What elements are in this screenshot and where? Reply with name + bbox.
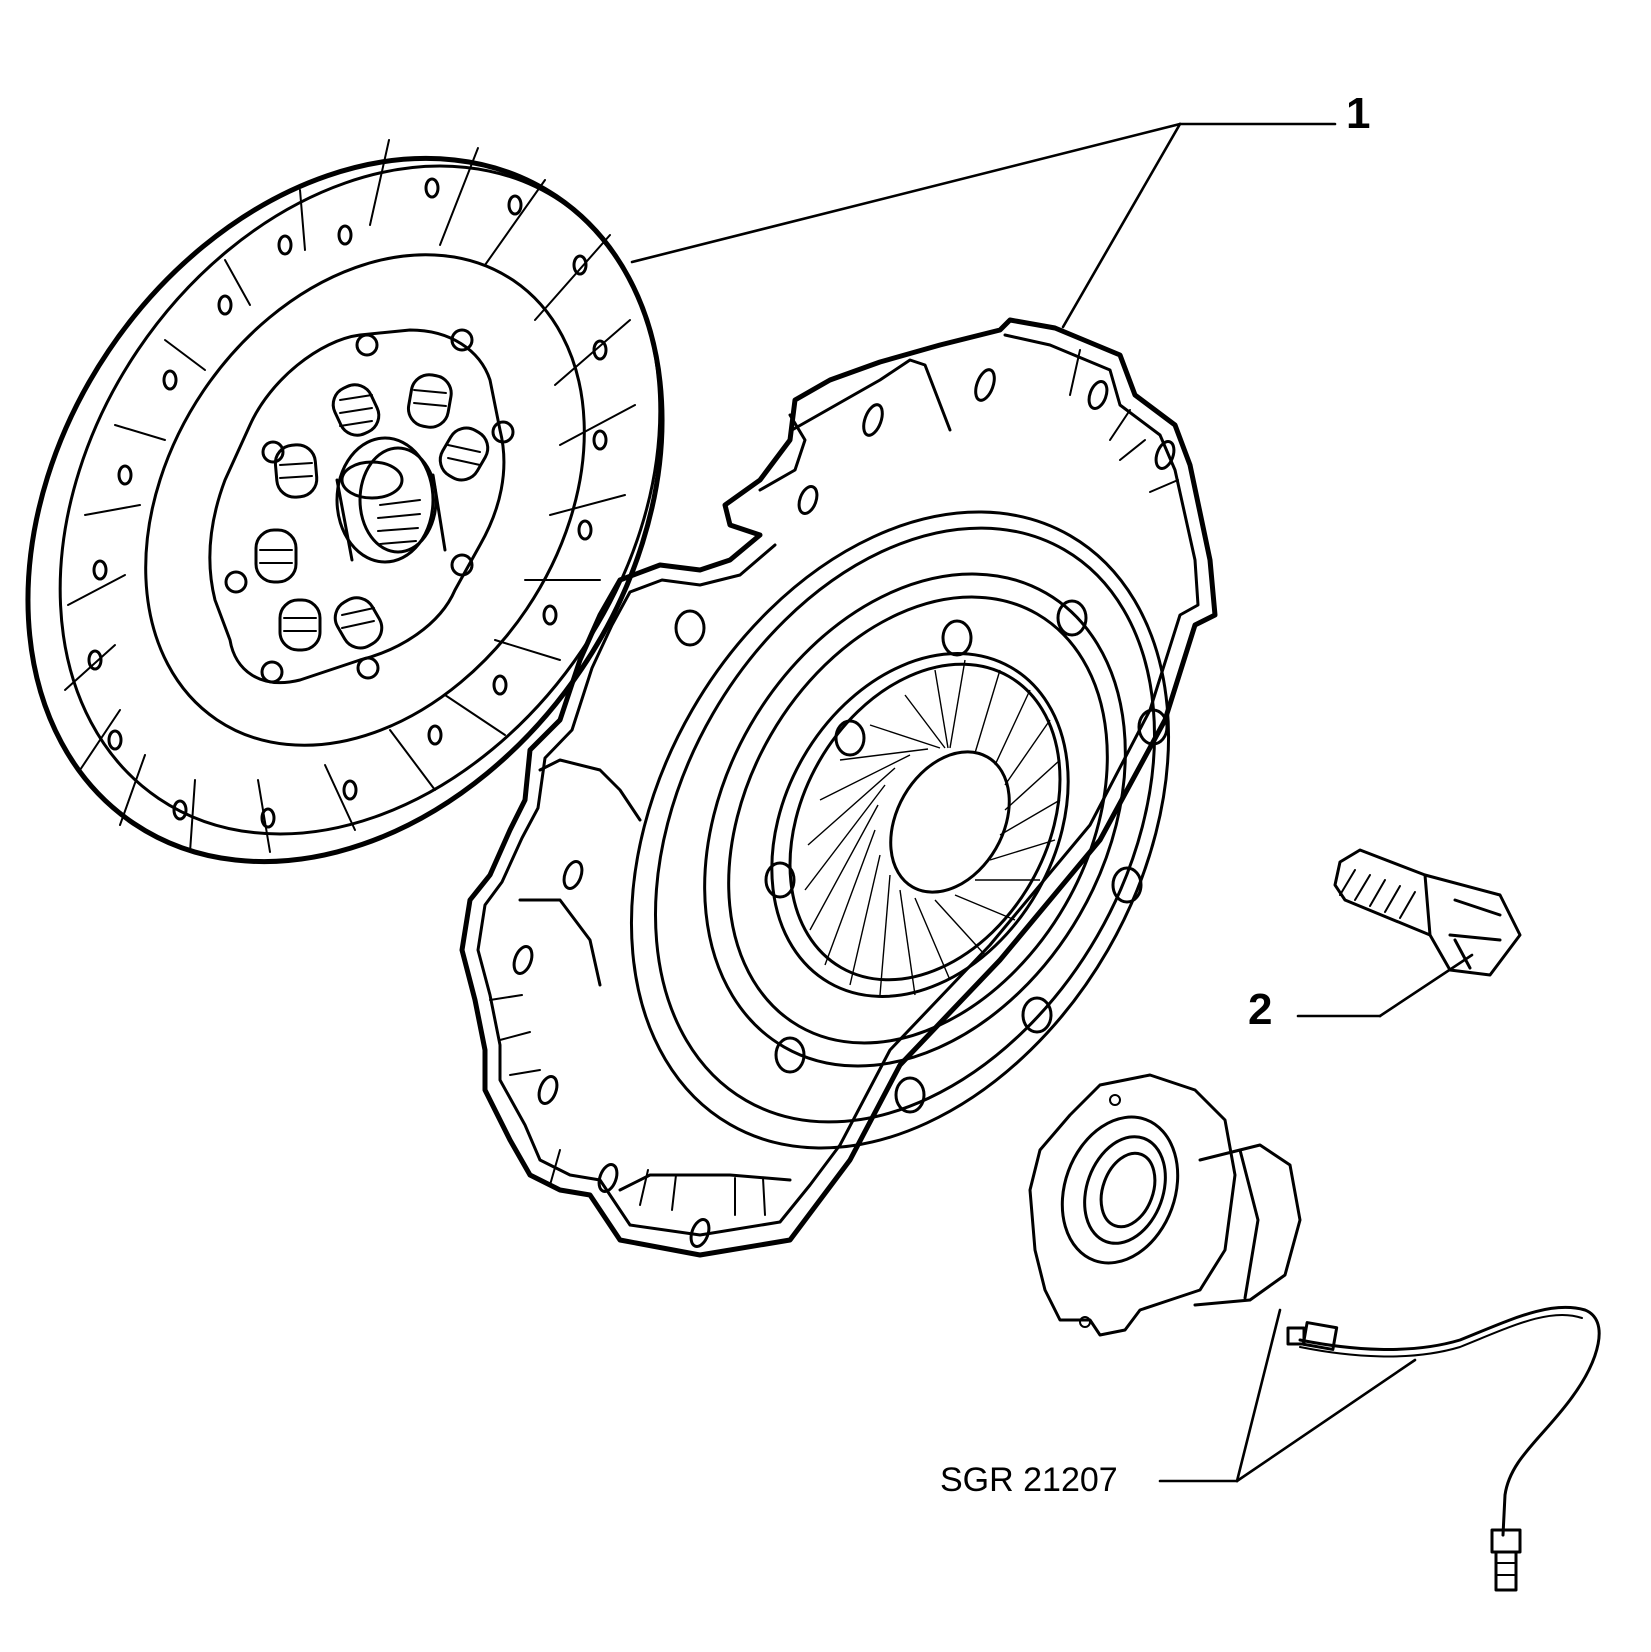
clutch-pressure-plate: [459, 317, 1218, 1258]
flange-holes: [512, 368, 1176, 1248]
diaphragm-fingers: [804, 659, 1061, 996]
friction-rivets: [87, 177, 608, 829]
concentric-slave-cylinder: [1028, 1073, 1601, 1592]
flange-ribs: [489, 349, 1179, 1216]
part-1-callout: 1: [1346, 89, 1371, 138]
damper-springs: [254, 373, 490, 652]
hub-splines: [377, 499, 421, 545]
part-2-callout: 2: [1248, 985, 1273, 1034]
clutch-disc: [25, 139, 665, 865]
reference-code-label: SGR 21207: [940, 1461, 1118, 1499]
cover-bosses: [674, 599, 1169, 1114]
pressure-plate-bolt: [1333, 848, 1522, 977]
friction-segments: [64, 139, 636, 853]
leader-lines: [630, 122, 1474, 1483]
hub-rivets: [224, 328, 515, 684]
